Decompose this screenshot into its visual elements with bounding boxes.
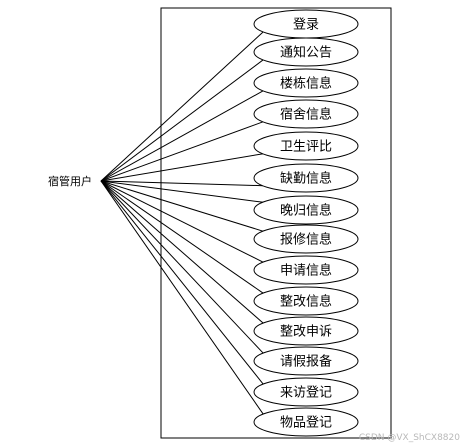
use-case-label: 缺勤信息: [280, 171, 332, 187]
use-case-label: 整改信息: [280, 294, 332, 310]
use-case: 卫生评比: [253, 131, 359, 161]
use-case-label: 来访登记: [280, 386, 332, 401]
use-case: 宿舍信息: [253, 99, 359, 129]
association-line: [100, 90, 264, 182]
association-line: [100, 121, 264, 182]
association-line: [100, 180, 264, 187]
use-case-label: 宿舍信息: [280, 107, 332, 123]
association-line: [100, 180, 264, 324]
use-case-label: 登录: [293, 18, 319, 33]
use-case: 申请信息: [253, 255, 359, 285]
use-case-label: 卫生评比: [280, 140, 332, 155]
use-case-ellipse: [253, 131, 359, 161]
use-case-ellipse: [253, 286, 359, 316]
use-case-ellipse: [253, 377, 359, 407]
use-case-label: 报修信息: [280, 232, 332, 248]
use-case: 整改信息: [253, 286, 359, 316]
actor-label: 宿管用户: [48, 174, 92, 188]
use-case: 来访登记: [253, 377, 359, 407]
use-case-ellipse: [253, 99, 359, 129]
use-case-label: 晚归信息: [280, 203, 332, 219]
use-case-ellipse: [253, 195, 359, 225]
use-case: 报修信息: [253, 224, 359, 254]
use-case: 物品登记: [253, 407, 359, 437]
use-case-label: 请假报备: [280, 354, 332, 370]
use-case-ellipse: [253, 346, 359, 376]
use-case-group: 登录通知公告楼栋信息宿舍信息卫生评比缺勤信息晚归信息报修信息申请信息整改信息整改…: [253, 9, 359, 437]
use-case-label: 通知公告: [280, 45, 332, 61]
use-case: 通知公告: [253, 37, 359, 67]
use-case-ellipse: [253, 224, 359, 254]
association-line: [100, 180, 264, 354]
association-line: [100, 180, 264, 203]
use-case: 晚归信息: [253, 195, 359, 225]
use-case: 楼栋信息: [253, 68, 359, 98]
use-case-ellipse: [253, 316, 359, 346]
use-case-label: 物品登记: [280, 416, 332, 431]
use-case-ellipse: [253, 37, 359, 67]
use-case: 整改申诉: [253, 316, 359, 346]
association-line: [100, 153, 264, 182]
use-case-ellipse: [253, 163, 359, 193]
use-case-ellipse: [253, 407, 359, 437]
use-case-label: 整改申诉: [280, 325, 332, 340]
association-line: [100, 180, 264, 385]
association-line: [100, 180, 264, 232]
use-case-ellipse: [253, 255, 359, 285]
use-case: 请假报备: [253, 346, 359, 376]
use-case: 登录: [253, 9, 359, 39]
use-case-label: 楼栋信息: [280, 76, 332, 92]
association-line: [100, 180, 264, 294]
use-case-label: 申请信息: [280, 263, 332, 279]
association-line: [100, 59, 264, 182]
use-case: 缺勤信息: [253, 163, 359, 193]
association-lines: [100, 31, 264, 415]
use-case-ellipse: [253, 68, 359, 98]
association-line: [100, 180, 264, 415]
association-line: [100, 180, 264, 263]
watermark: CSDN @VX_ShCX8820: [359, 433, 460, 443]
association-line: [100, 31, 264, 182]
